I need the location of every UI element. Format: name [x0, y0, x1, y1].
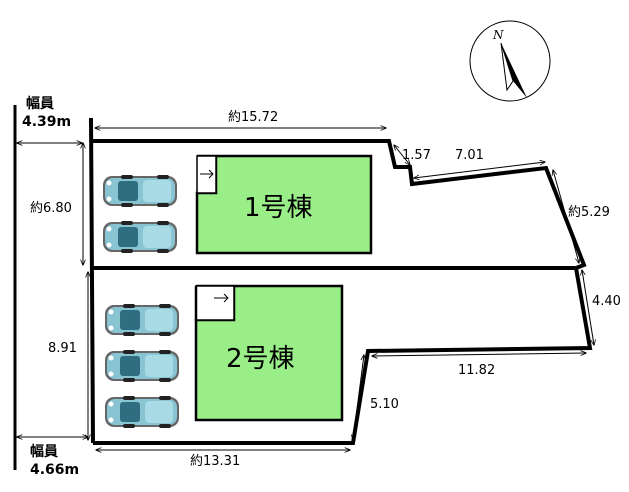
dim-notch: 1.57 — [402, 148, 431, 163]
car-5-icon — [105, 396, 179, 428]
building-1-label: 1号棟 — [244, 193, 313, 223]
dim-right-upper: 約5.29 — [568, 205, 610, 220]
dim-left-upper: 約6.80 — [30, 201, 72, 216]
dim-bottom-frontage: 約13.31 — [190, 454, 240, 469]
upper-road-width: 4.39m — [22, 114, 71, 130]
car-2-icon — [103, 221, 177, 253]
car-4-icon — [105, 350, 179, 382]
dim-line-right-upper — [553, 170, 579, 263]
building-2: 2号棟 — [194, 284, 344, 422]
dim-line-lot2-step-side — [353, 355, 364, 440]
upper-road-label: 幅員 — [26, 95, 54, 112]
dim-top-frontage: 約15.72 — [228, 110, 278, 125]
dim-line-top-right — [414, 162, 545, 178]
car-3-icon — [105, 304, 179, 336]
dim-lot2-step-top: 11.82 — [458, 363, 495, 378]
dim-lot2-step-side: 5.10 — [370, 397, 399, 412]
building-1: 1号棟 — [195, 154, 373, 255]
building-2-label: 2号棟 — [226, 344, 295, 374]
north-letter: N — [492, 28, 504, 42]
dim-line-right-lower — [582, 270, 594, 345]
dim-left-lower: 8.91 — [48, 341, 77, 356]
lower-road-label: 幅員 — [30, 443, 58, 460]
dim-top-right: 7.01 — [455, 148, 484, 163]
dim-line-notch — [394, 145, 410, 165]
dim-line-lot2-step-top — [372, 353, 586, 356]
lower-road-width: 4.66m — [30, 462, 79, 478]
dim-right-lower: 4.40 — [592, 294, 621, 309]
north-compass-icon: N — [469, 20, 551, 102]
car-1-icon — [103, 175, 177, 207]
